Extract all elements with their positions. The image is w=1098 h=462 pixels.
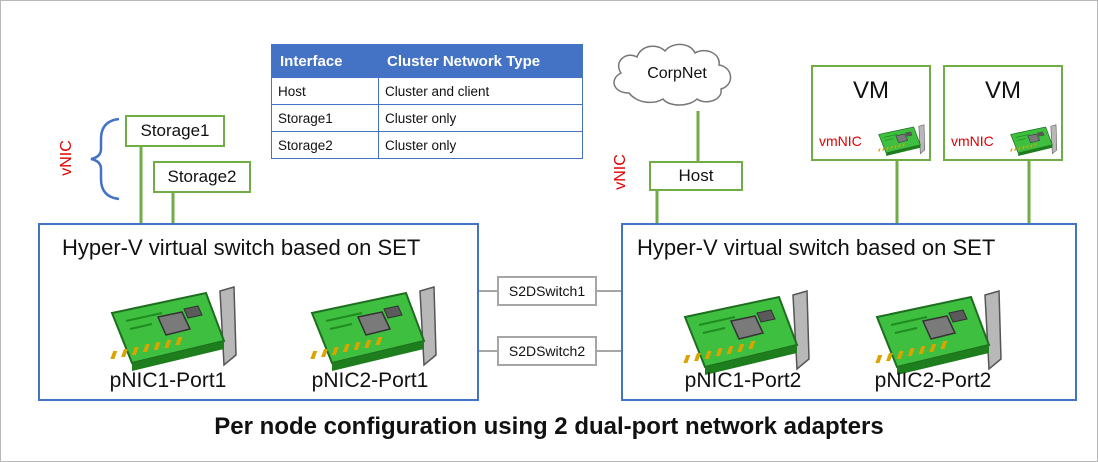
right-switch-title: Hyper-V virtual switch based on SET xyxy=(637,235,996,260)
s2d-switch-1: S2DSwitch1 xyxy=(497,276,597,306)
left-switch-title: Hyper-V virtual switch based on SET xyxy=(62,235,421,260)
vm-title: VM xyxy=(853,77,889,104)
table-header-row: Interface Cluster Network Type xyxy=(271,44,583,78)
table-header-cell: Interface xyxy=(271,44,379,78)
port-label: pNIC1-Port1 xyxy=(109,369,227,392)
network-card-icon xyxy=(867,287,1007,377)
vnic-storage2: Storage2 xyxy=(153,161,251,193)
cloud-icon xyxy=(613,43,732,106)
vm-box-2: VM vmNIC xyxy=(943,65,1063,161)
cloud-label: CorpNet xyxy=(647,65,707,82)
table-cell: Cluster only xyxy=(378,104,583,132)
curly-brace-icon xyxy=(90,117,120,201)
table-cell: Cluster only xyxy=(378,131,583,159)
network-card-icon xyxy=(875,123,927,157)
diagram-caption: Per node configuration using 2 dual-port… xyxy=(214,413,884,440)
vmnic-label: vmNIC xyxy=(819,133,862,149)
s2d-switch-2: S2DSwitch2 xyxy=(497,336,597,366)
table-header-cell: Cluster Network Type xyxy=(378,44,583,78)
network-card-icon xyxy=(1007,123,1059,157)
vm-title: VM xyxy=(985,77,1021,104)
right-vnic-label: vNIC xyxy=(611,154,629,190)
vnic-host: Host xyxy=(649,161,743,191)
vnic-storage1: Storage1 xyxy=(125,115,225,147)
port-label: pNIC2-Port2 xyxy=(874,369,992,392)
port-label: pNIC2-Port1 xyxy=(311,369,429,392)
network-card-icon xyxy=(675,287,815,377)
network-card-icon xyxy=(302,283,442,373)
left-vnic-label: vNIC xyxy=(57,140,75,176)
network-card-icon xyxy=(102,283,242,373)
right-hyperv-switch: Hyper-V virtual switch based on SET pNIC… xyxy=(621,223,1077,401)
cluster-network-table: Interface Cluster Network Type Host Clus… xyxy=(271,44,583,159)
table-cell: Cluster and client xyxy=(378,77,583,105)
vmnic-label: vmNIC xyxy=(951,133,994,149)
table-row: Host Cluster and client xyxy=(271,77,583,105)
table-row: Storage1 Cluster only xyxy=(271,104,583,132)
table-cell: Storage1 xyxy=(271,104,379,132)
table-row: Storage2 Cluster only xyxy=(271,131,583,159)
table-cell: Host xyxy=(271,77,379,105)
port-label: pNIC1-Port2 xyxy=(684,369,802,392)
vm-box-1: VM vmNIC xyxy=(811,65,931,161)
left-hyperv-switch: Hyper-V virtual switch based on SET pNIC… xyxy=(38,223,479,401)
table-cell: Storage2 xyxy=(271,131,379,159)
